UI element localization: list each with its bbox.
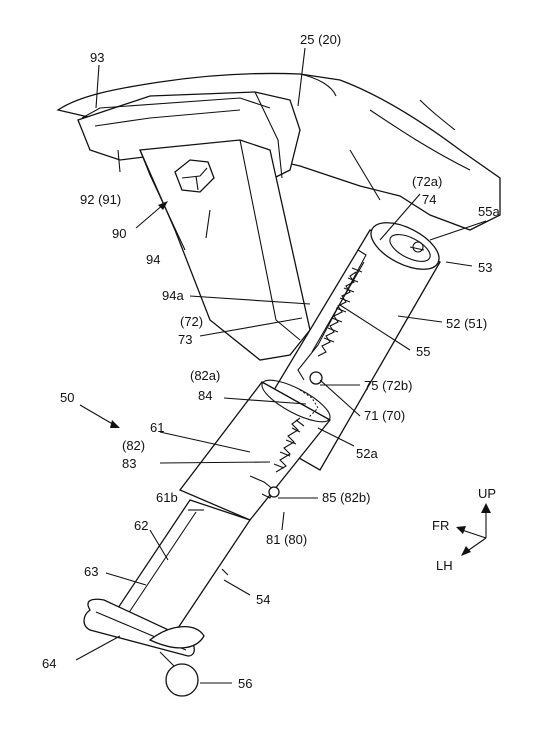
- label-73: 73: [178, 332, 192, 347]
- label-72: (72): [180, 314, 203, 329]
- label-53: 53: [478, 260, 492, 275]
- label-61: 61: [150, 420, 164, 435]
- label-75-72b: 75 (72b): [364, 378, 412, 393]
- stand-foot-64: [83, 598, 205, 697]
- label-50: 50: [60, 390, 74, 405]
- label-92-91: 92 (91): [80, 192, 121, 207]
- label-61b: 61b: [156, 490, 178, 505]
- label-55a: 55a: [478, 204, 500, 219]
- label-93: 93: [90, 50, 104, 65]
- dir-up-label: UP: [478, 486, 496, 501]
- label-85-82b: 85 (82b): [322, 490, 370, 505]
- label-82: (82): [122, 438, 145, 453]
- bracket-90: [77, 91, 311, 361]
- label-74: 74: [422, 192, 436, 207]
- leader-lines: [75, 47, 487, 684]
- label-94a: 94a: [162, 288, 184, 303]
- label-56: 56: [238, 676, 252, 691]
- label-54: 54: [256, 592, 270, 607]
- label-90: 90: [112, 226, 126, 241]
- label-63: 63: [84, 564, 98, 579]
- label-81-80: 81 (80): [266, 532, 307, 547]
- pointer-arrows: [79, 201, 229, 576]
- label-25-20: 25 (20): [300, 32, 341, 47]
- label-94: 94: [146, 252, 160, 267]
- label-84: 84: [198, 388, 212, 403]
- label-82a: (82a): [190, 368, 220, 383]
- direction-indicator: [456, 503, 491, 556]
- label-55: 55: [416, 344, 430, 359]
- label-52a: 52a: [356, 446, 378, 461]
- dir-lh-label: LH: [436, 558, 453, 573]
- label-64: 64: [42, 656, 56, 671]
- label-52-51: 52 (51): [446, 316, 487, 331]
- label-62: 62: [134, 518, 148, 533]
- part-labels: 93 25 (20) 92 (91) 90 94 (72a) 74 55a 53…: [42, 32, 500, 691]
- label-71-70: 71 (70): [364, 408, 405, 423]
- dir-fr-label: FR: [432, 518, 449, 533]
- label-72a: (72a): [412, 174, 442, 189]
- label-83: 83: [122, 456, 136, 471]
